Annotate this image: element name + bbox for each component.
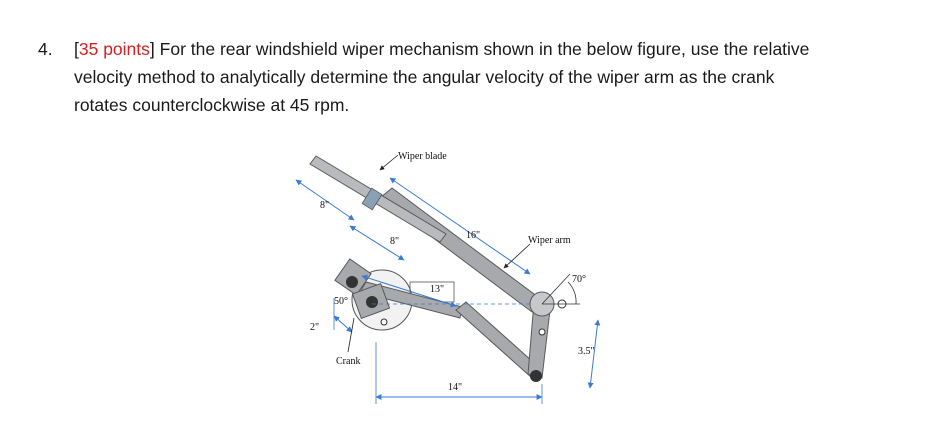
rocker-upper-pin xyxy=(538,328,546,336)
wiper-mechanism-figure: Wiper blade Wiper arm Crank 8" 8" 16" 13… xyxy=(295,151,601,404)
angle-arc-70 xyxy=(567,281,577,305)
label-crank: Crank xyxy=(336,356,360,367)
label-wiper-arm: Wiper arm xyxy=(528,235,571,246)
coupler-pin xyxy=(366,296,378,308)
label-angle-70: 70° xyxy=(572,274,586,285)
label-dim-8b: 8" xyxy=(390,236,399,247)
label-dim-16: 16" xyxy=(466,230,480,241)
text-line-2: velocity method to analytically determin… xyxy=(74,67,775,87)
leader-wiper-blade xyxy=(379,154,399,171)
crank-ground-pivot xyxy=(380,318,388,326)
label-dim-35: 3.5" xyxy=(578,346,595,357)
blade-clip xyxy=(361,187,383,211)
close-bracket: ] xyxy=(149,39,155,59)
crank-pin xyxy=(346,276,358,288)
label-dim-2: 2" xyxy=(310,322,319,333)
dim-line-2 xyxy=(333,315,353,333)
points-label: 35 points xyxy=(78,39,150,59)
dim-line-35 xyxy=(587,319,601,389)
text-line-1: For the rear windshield wiper mechanism … xyxy=(154,39,810,59)
leader-wiper-arm xyxy=(503,243,531,269)
label-dim-13: 13" xyxy=(430,284,444,295)
dim-line-13 xyxy=(361,274,457,308)
label-wiper-blade: Wiper blade xyxy=(398,151,447,162)
dim-line-16 xyxy=(389,177,531,275)
label-angle-50: 50° xyxy=(334,296,348,307)
leader-crank xyxy=(347,317,355,353)
text-line-3: rotates counterclockwise at 45 rpm. xyxy=(74,95,350,115)
rocker-pin xyxy=(530,370,542,382)
label-dim-14: 14" xyxy=(448,382,462,393)
problem-number: 4. xyxy=(38,39,53,59)
dim-line-8a xyxy=(295,179,355,221)
label-dim-8a: 8" xyxy=(320,200,329,211)
angle-ref-line-2 xyxy=(541,273,571,305)
open-bracket: [ xyxy=(74,39,79,59)
problem-text: [35 points] For the rear windshield wipe… xyxy=(74,35,904,119)
